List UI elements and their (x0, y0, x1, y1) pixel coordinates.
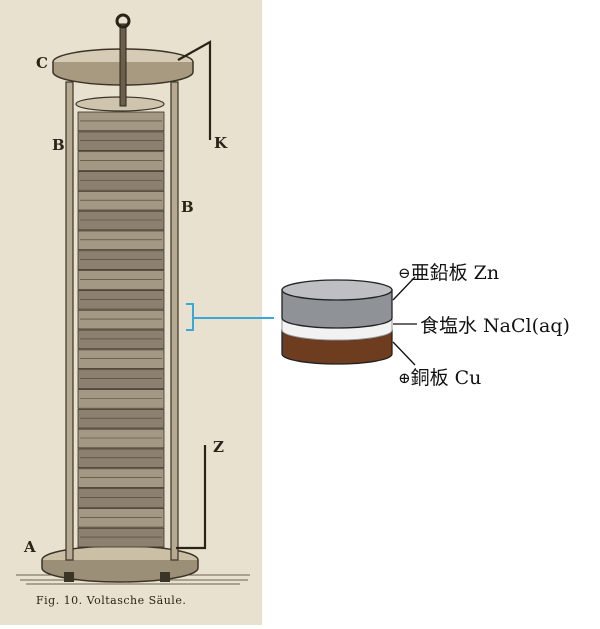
zinc-label-text: 亜鉛板 Zn (410, 262, 500, 284)
screw-shaft (119, 23, 127, 107)
stack-disk (77, 408, 165, 429)
stack-disk (77, 230, 165, 251)
screw-ring (115, 13, 131, 29)
stack-disk (77, 210, 165, 231)
stack-disk (77, 507, 165, 528)
letter-z: Z (213, 438, 224, 456)
zinc-callout-line (392, 276, 416, 301)
zinc-disk-top (281, 279, 393, 301)
figure-caption: Fig. 10. Voltasche Säule. (36, 594, 187, 607)
electrolyte-label: 食塩水 NaCl(aq) (420, 315, 570, 337)
rod-right (170, 81, 179, 561)
plus-sign-icon: ⊕ (398, 369, 411, 387)
base-foot-right (160, 572, 170, 582)
stack-disk (77, 289, 165, 310)
letter-b-right: B (181, 198, 194, 216)
stack-disk (77, 527, 165, 548)
stack-disk (77, 468, 165, 488)
stack-disk (77, 488, 165, 508)
zinc-disk-side (281, 289, 393, 329)
letter-k: K (214, 134, 228, 152)
stack-disk (77, 190, 165, 211)
stack-disk (77, 349, 165, 370)
stack-disk (77, 111, 165, 132)
stack-disk (77, 171, 165, 191)
stack-disk (77, 329, 165, 350)
letter-b-left: B (52, 136, 65, 154)
letter-a: A (24, 538, 36, 556)
stack-disk (77, 250, 165, 270)
copper-label: ⊕銅板 Cu (398, 363, 481, 390)
disk-stack (77, 111, 165, 548)
stack-disk (77, 448, 165, 469)
wire-z (176, 445, 207, 550)
zinc-label: ⊖亜鉛板 Zn (398, 258, 499, 285)
stack-disk (77, 131, 165, 152)
stack-disk (77, 428, 165, 449)
wire-k (177, 40, 212, 140)
copper-callout-line (392, 341, 416, 366)
base-plate-edge (41, 560, 199, 583)
stack-disk (77, 389, 165, 409)
stack-disk (77, 270, 165, 290)
letter-c: C (36, 54, 48, 72)
stack-disk (77, 369, 165, 389)
base-foot-left (64, 572, 74, 582)
copper-label-text: 銅板 Cu (410, 367, 482, 389)
rod-left (65, 81, 74, 561)
stack-disk (77, 309, 165, 330)
stack-disk (77, 151, 165, 171)
cell-detail (281, 279, 393, 365)
minus-sign-icon: ⊖ (398, 264, 411, 282)
